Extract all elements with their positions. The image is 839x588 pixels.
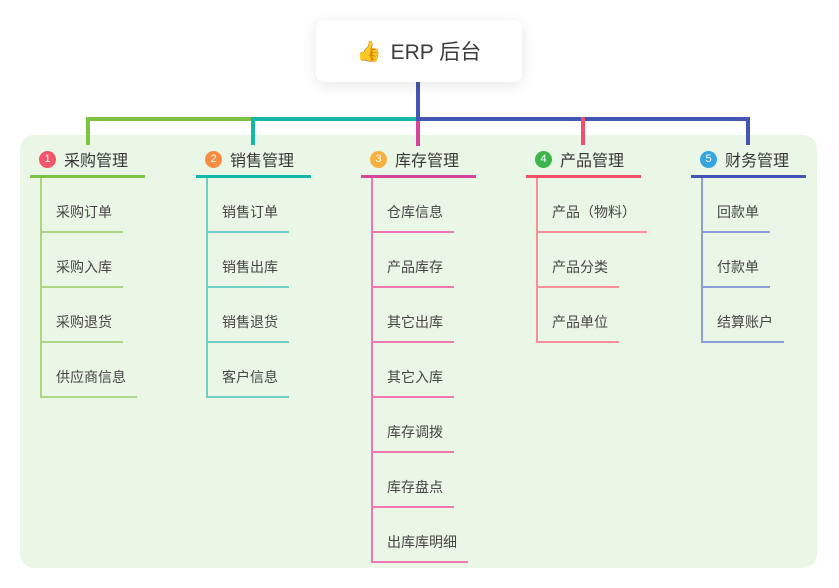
branch-title: 采购管理: [64, 153, 129, 170]
drop-line-inventory: [416, 121, 420, 146]
topic-label: 产品（物料）: [538, 202, 647, 233]
topic-node[interactable]: 库存调拨: [373, 398, 468, 453]
drop-line-finance: [746, 117, 750, 145]
branch-sales: 2 销售管理 销售订单 销售出库 销售退货 客户信息: [196, 145, 311, 398]
topic-node[interactable]: 库存盘点: [373, 453, 468, 508]
topic-label: 其它入库: [373, 367, 454, 398]
topic-label: 采购退货: [42, 312, 123, 343]
topic-label: 客户信息: [208, 367, 289, 398]
thumbs-up-icon: 👍: [356, 40, 382, 63]
topic-node[interactable]: 其它出库: [373, 288, 468, 343]
topic-node[interactable]: 销售订单: [208, 178, 289, 233]
topic-node[interactable]: 回款单: [703, 178, 784, 233]
topic-label: 结算账户: [703, 312, 784, 343]
topic-node[interactable]: 产品分类: [538, 233, 647, 288]
branch-title: 销售管理: [230, 153, 295, 170]
topic-label: 销售订单: [208, 202, 289, 233]
badge-number-3: 3: [370, 150, 387, 168]
badge-number-5: 5: [700, 150, 717, 168]
topic-node[interactable]: 付款单: [703, 233, 784, 288]
topic-label: 产品库存: [373, 257, 454, 288]
branch-children: 采购订单 采购入库 采购退货 供应商信息: [40, 178, 137, 398]
drop-line-product: [581, 117, 585, 145]
topic-label: 供应商信息: [42, 367, 137, 398]
branch-header-finance[interactable]: 5 财务管理: [691, 145, 806, 178]
branch-product: 4 产品管理 产品（物料） 产品分类 产品单位: [526, 145, 647, 343]
topic-label: 付款单: [703, 257, 770, 288]
root-connector-line: [416, 82, 420, 121]
topic-label: 回款单: [703, 202, 770, 233]
topic-label: 其它出库: [373, 312, 454, 343]
branch-children: 仓库信息 产品库存 其它出库 其它入库 库存调拨 库存盘点 出库库明细: [371, 178, 468, 563]
topic-node[interactable]: 其它入库: [373, 343, 468, 398]
topic-node[interactable]: 仓库信息: [373, 178, 468, 233]
drop-line-sales: [251, 117, 255, 145]
topic-node[interactable]: 产品库存: [373, 233, 468, 288]
badge-number-1: 1: [39, 150, 56, 168]
branch-header-inventory[interactable]: 3 库存管理: [361, 145, 476, 178]
topic-label: 产品分类: [538, 257, 619, 288]
topic-node[interactable]: 客户信息: [208, 343, 289, 398]
topic-node[interactable]: 产品单位: [538, 288, 647, 343]
drop-line-purchase: [86, 117, 90, 145]
bus-line-sales: [251, 117, 420, 121]
topic-label: 库存调拨: [373, 422, 454, 453]
branch-inventory: 3 库存管理 仓库信息 产品库存 其它出库 其它入库 库存调拨 库存盘点 出库库…: [361, 145, 476, 563]
topic-node[interactable]: 出库库明细: [373, 508, 468, 563]
topic-label: 库存盘点: [373, 477, 454, 508]
topic-node[interactable]: 采购入库: [42, 233, 137, 288]
branch-finance: 5 财务管理 回款单 付款单 结算账户: [691, 145, 806, 343]
root-node-label: ERP 后台: [390, 41, 482, 64]
branch-children: 产品（物料） 产品分类 产品单位: [536, 178, 647, 343]
branch-title: 产品管理: [560, 153, 625, 170]
badge-number-2: 2: [205, 150, 222, 168]
topic-node[interactable]: 采购退货: [42, 288, 137, 343]
topic-node[interactable]: 结算账户: [703, 288, 784, 343]
branches-panel: [20, 135, 817, 568]
topic-label: 出库库明细: [373, 532, 468, 563]
topic-label: 销售出库: [208, 257, 289, 288]
topic-node[interactable]: 采购订单: [42, 178, 137, 233]
branch-children: 销售订单 销售出库 销售退货 客户信息: [206, 178, 289, 398]
branch-title: 库存管理: [395, 153, 460, 170]
branch-children: 回款单 付款单 结算账户: [701, 178, 784, 343]
topic-label: 仓库信息: [373, 202, 454, 233]
branch-title: 财务管理: [725, 153, 790, 170]
topic-label: 采购订单: [42, 202, 123, 233]
branch-header-product[interactable]: 4 产品管理: [526, 145, 641, 178]
branch-header-purchase[interactable]: 1 采购管理: [30, 145, 145, 178]
bus-line-purchase: [86, 117, 253, 121]
branch-header-sales[interactable]: 2 销售管理: [196, 145, 311, 178]
topic-node[interactable]: 销售出库: [208, 233, 289, 288]
topic-node[interactable]: 产品（物料）: [538, 178, 647, 233]
topic-label: 产品单位: [538, 312, 619, 343]
topic-node[interactable]: 销售退货: [208, 288, 289, 343]
topic-label: 销售退货: [208, 312, 289, 343]
branch-purchase: 1 采购管理 采购订单 采购入库 采购退货 供应商信息: [30, 145, 145, 398]
topic-node[interactable]: 供应商信息: [42, 343, 137, 398]
badge-number-4: 4: [535, 150, 552, 168]
topic-label: 采购入库: [42, 257, 123, 288]
root-node-erp[interactable]: 👍 ERP 后台: [316, 20, 522, 82]
